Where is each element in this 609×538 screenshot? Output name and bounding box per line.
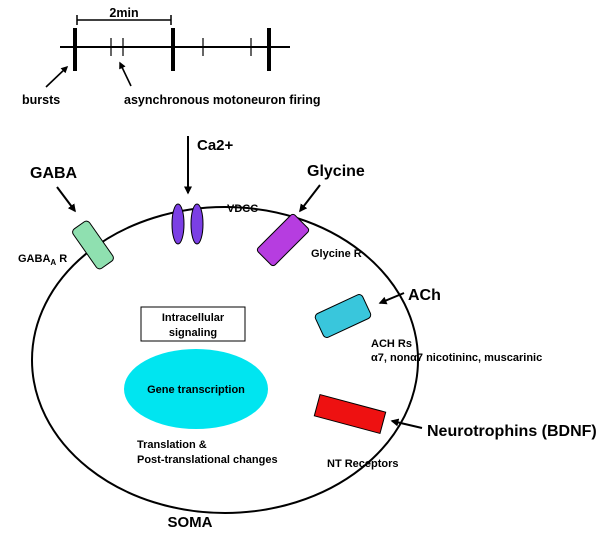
- nt-receptor-label: NT Receptors: [327, 458, 399, 470]
- glycine-receptor: [256, 213, 310, 267]
- nucleus: [124, 349, 268, 429]
- calcium-stimulus-label: Ca2+: [197, 137, 234, 154]
- nt-receptor: [313, 393, 387, 435]
- intracellular-line2: signaling: [169, 327, 217, 339]
- gaba-receptor-label: GABAA R: [18, 253, 67, 267]
- vdcc-label: VDCC: [227, 203, 258, 215]
- gaba-arrow: [56, 186, 76, 213]
- interval-label: 2min: [109, 6, 138, 20]
- interval-bracket: [76, 15, 172, 25]
- ach-arrow: [378, 292, 405, 305]
- ach-receptor-label-line2: α7, nonα7 nicotininc, muscarinic: [371, 352, 542, 364]
- ach-receptor: [314, 294, 372, 338]
- neurotrophins-stimulus-label: Neurotrophins (BDNF): [427, 423, 597, 440]
- glycine-group: Glycine Glycine R: [256, 163, 365, 267]
- gaba-group: GABA GABAA R: [18, 165, 114, 270]
- gaba-receptor: [72, 220, 114, 270]
- neurotrophin-group: Neurotrophins (BDNF) NT Receptors: [313, 393, 597, 470]
- bursts-label: bursts: [22, 93, 60, 107]
- translation-line1: Translation &: [137, 439, 207, 451]
- vdcc-subunit-left: [171, 203, 185, 245]
- neurotrophins-arrow: [390, 418, 423, 429]
- soma-label: SOMA: [168, 514, 213, 531]
- ach-group: ACh ACH Rs α7, nonα7 nicotininc, muscari…: [314, 287, 542, 364]
- translation-line2: Post-translational changes: [137, 454, 278, 466]
- intracellular-signaling-box: Intracellular signaling: [140, 306, 246, 342]
- async-arrow: [119, 61, 132, 87]
- firing-timeline: 2min bursts asynchronous motoneuron firi…: [22, 6, 321, 107]
- glycine-arrow: [299, 184, 321, 213]
- ach-receptor-label-line1: ACH Rs: [371, 338, 412, 350]
- gaba-stimulus-label: GABA: [30, 165, 78, 182]
- ach-stimulus-label: ACh: [408, 287, 441, 304]
- intracellular-line1: Intracellular: [162, 312, 225, 324]
- glycine-stimulus-label: Glycine: [307, 163, 365, 180]
- bursts-arrow: [45, 65, 69, 88]
- gene-transcription-label: Gene transcription: [147, 384, 245, 396]
- async-firing-label: asynchronous motoneuron firing: [124, 93, 321, 107]
- vdcc-subunit-right: [190, 203, 204, 245]
- calcium-group: Ca2+ VDCC: [171, 136, 258, 245]
- glycine-receptor-label: Glycine R: [311, 248, 362, 260]
